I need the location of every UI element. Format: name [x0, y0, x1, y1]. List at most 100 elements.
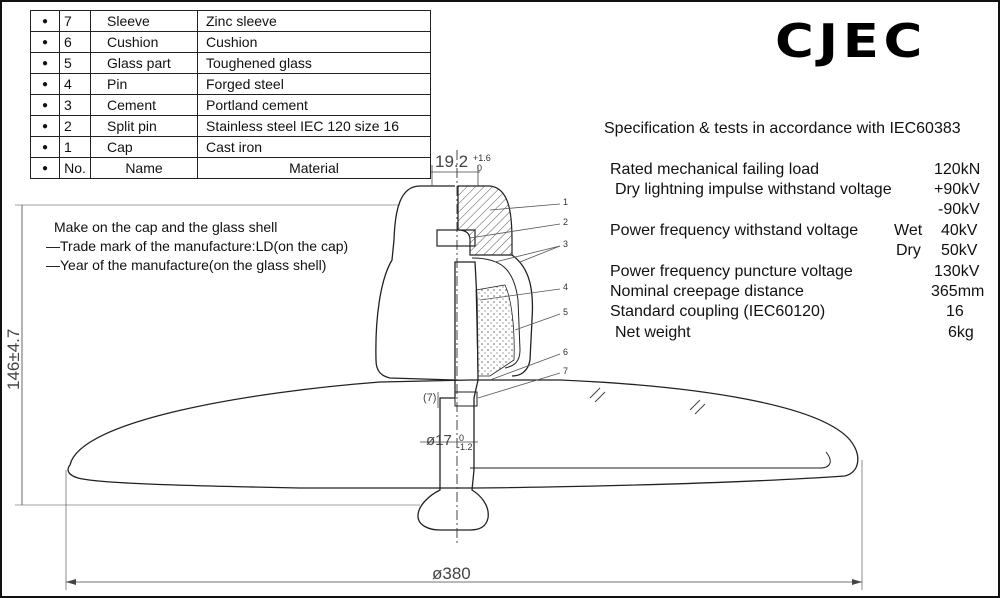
notes-line-2: —Trade mark of the manufacture:LD(on the… [46, 238, 349, 254]
callout-2: 2 [563, 217, 569, 227]
pin-diameter-label: ø17 [426, 432, 452, 449]
cap-outline [375, 185, 456, 381]
cap-section-hatched [457, 185, 513, 256]
part-material: Toughened glass [197, 52, 431, 74]
diameter-arrow-left [66, 579, 76, 585]
spec-label-2: Dry lightning impulse withstand voltage [615, 181, 892, 198]
part-material: Forged steel [197, 73, 431, 95]
zinc-sleeve [454, 391, 478, 407]
callout-6: 6 [563, 347, 569, 357]
table-row: ● 5 Glass part Toughened glass [30, 52, 431, 74]
table-row: ● 4 Pin Forged steel [30, 73, 431, 95]
header-no: No. [59, 157, 91, 179]
leader-3b [519, 245, 561, 263]
bullet: ● [30, 115, 60, 137]
bullet: ● [30, 10, 60, 32]
glass-shell-inner-edge [470, 451, 831, 469]
pin-body [417, 261, 489, 531]
part-name: Cement [90, 94, 198, 116]
pin-tol-top: 0 [459, 433, 465, 443]
bullet: ● [30, 94, 60, 116]
bullet: ● [30, 73, 60, 95]
spec-heading: Specification & tests in accordance with… [604, 120, 961, 137]
part-material: Portland cement [197, 94, 431, 116]
part-number: 1 [59, 136, 91, 158]
socket-tol-bottom: 0 [477, 163, 483, 173]
spec-label-8: Standard coupling (IEC60120) [610, 303, 826, 320]
callout-3: 3 [563, 239, 569, 249]
cap-skirt [511, 254, 534, 377]
spec-value-9: 6kg [948, 324, 974, 341]
spec-sub-4: Wet [894, 222, 923, 239]
leader-3a [494, 245, 561, 263]
cement-fill [475, 284, 515, 377]
socket-width-label: 19.2 [435, 152, 469, 171]
part-name: Pin [90, 73, 198, 95]
split-pin [436, 229, 476, 247]
part-number: 3 [59, 94, 91, 116]
spec-value-6: 130kV [934, 263, 980, 280]
bullet: ● [30, 157, 60, 179]
table-row: ● 1 Cap Cast iron [30, 136, 431, 158]
table-header-row: ● No. Name Material [30, 157, 431, 179]
glass-shell-hatch-1 [689, 399, 701, 411]
part-material: Stainless steel IEC 120 size 16 [197, 115, 431, 137]
part-name: Split pin [90, 115, 198, 137]
table-row: ● 7 Sleeve Zinc sleeve [30, 10, 431, 32]
part-name: Cap [90, 136, 198, 158]
leader-5 [514, 313, 561, 331]
spec-value-1: 120kN [934, 161, 981, 178]
leader-6 [489, 353, 561, 381]
spec-label-7: Nominal creepage distance [610, 283, 804, 300]
glass-shell-hatch-3 [589, 387, 601, 399]
callout-1: 1 [563, 197, 569, 207]
notes-line-1: Make on the cap and the glass shell [54, 219, 278, 235]
part-number: 2 [59, 115, 91, 137]
callout-4: 4 [563, 282, 569, 292]
glass-shell-hatch-4 [594, 391, 606, 403]
bullet: ● [30, 52, 60, 74]
spec-label-4: Power frequency withstand voltage [610, 222, 859, 239]
diameter-arrow-right [852, 579, 862, 585]
part-name: Cushion [90, 31, 198, 53]
part-name: Sleeve [90, 10, 198, 32]
table-row: ● 6 Cushion Cushion [30, 31, 431, 53]
notes-line-3: —Year of the manufacture(on the glass sh… [46, 257, 327, 273]
glass-shell-outline [67, 379, 859, 489]
header-material: Material [197, 157, 431, 179]
part-number: 6 [59, 31, 91, 53]
callout-7: 7 [563, 366, 569, 376]
spec-value-7: 365mm [931, 283, 985, 300]
glass-shell-hatch-2 [694, 403, 706, 415]
cap-inner [471, 257, 521, 369]
spec-label-6: Power frequency puncture voltage [610, 263, 853, 280]
spec-value-5: 50kV [941, 242, 978, 259]
spec-value-2: +90kV [934, 181, 980, 198]
height-label: 146±4.7 [4, 328, 23, 390]
table-row: ● 2 Split pin Stainless steel IEC 120 si… [30, 115, 431, 137]
part-material: Cushion [197, 31, 431, 53]
part-name: Glass part [90, 52, 198, 74]
part-number: 5 [59, 52, 91, 74]
spec-value-8: 16 [946, 303, 964, 320]
part-material: Cast iron [197, 136, 431, 158]
leader-1 [489, 203, 561, 211]
leader-2 [469, 223, 561, 239]
callout-5: 5 [563, 307, 569, 317]
spec-label-9: Net weight [615, 324, 691, 341]
marking-notes: Make on the cap and the glass shell —Tra… [46, 218, 348, 275]
part-material: Zinc sleeve [197, 10, 431, 32]
spec-value-3: -90kV [938, 201, 980, 218]
bullet: ● [30, 136, 60, 158]
spec-sub-5: Dry [896, 242, 921, 259]
socket-tol-top: +1.6 [473, 153, 491, 163]
shell-diameter-label: ø380 [432, 564, 471, 583]
pin-tol-bottom: -1.2 [457, 442, 473, 452]
spec-label-1: Rated mechanical failing load [610, 161, 820, 178]
table-row: ● 3 Cement Portland cement [30, 94, 431, 116]
part-number: 7 [59, 10, 91, 32]
sleeve-height-label: (7) [423, 392, 437, 404]
leader-7 [477, 372, 561, 399]
